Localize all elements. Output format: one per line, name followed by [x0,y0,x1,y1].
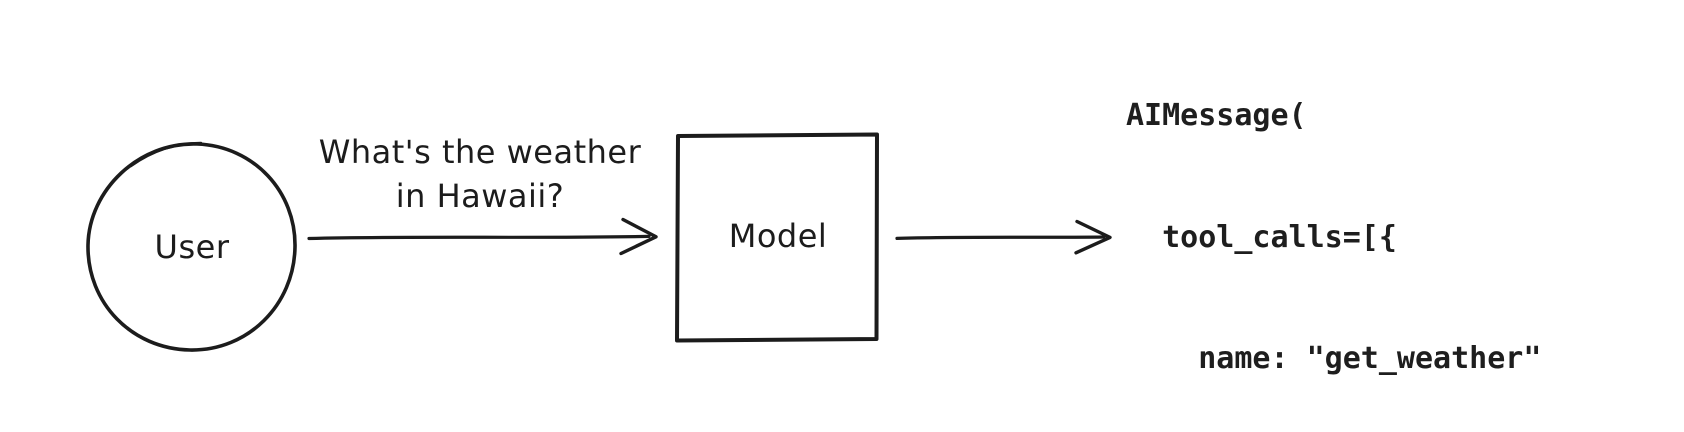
user-node-label: User [154,228,230,266]
code-line: name: "get_weather" [1126,341,1542,376]
model-node-box [675,132,879,343]
code-line: AIMessage( [1126,98,1307,133]
ai-message-code-block: AIMessage( tool_calls=[{ name: "get_weat… [1126,15,1578,432]
request-arrow-label-line1: What's the weather [318,133,642,171]
arrow-model-to-output [895,219,1112,255]
code-line: tool_calls=[{ [1126,219,1397,255]
model-node-label: Model [728,217,828,255]
arrow-user-to-model [307,217,658,256]
user-node-circle [86,141,297,352]
request-arrow-label: What's the weather in Hawaii? [290,130,670,218]
request-arrow-label-line2: in Hawaii? [395,177,565,215]
